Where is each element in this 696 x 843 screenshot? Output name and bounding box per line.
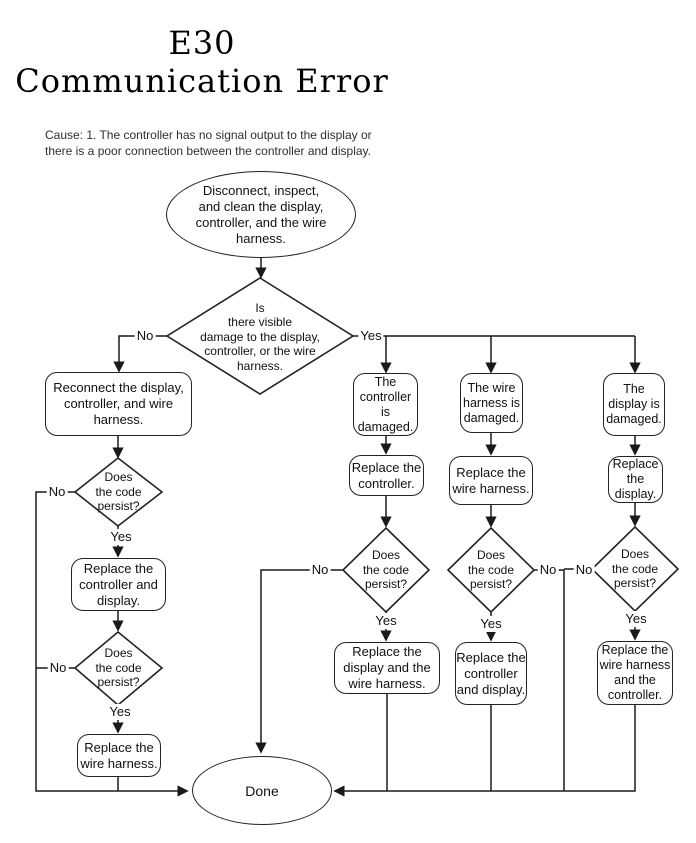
replace-controller-display-mid-node: Replace the controller and display. <box>455 642 527 705</box>
replace-display-wire-harness-node: Replace the display and the wire harness… <box>334 642 440 694</box>
persist-text-3: Does the code persist? <box>362 548 410 592</box>
persist-diamond-1 <box>73 456 164 528</box>
error-code: E30 <box>168 24 236 62</box>
edge-label-yes-5: Yes <box>478 616 504 632</box>
edge-label-yes-3: Yes <box>107 704 133 720</box>
replace-wire-harness-mid-node: Replace the wire harness. <box>449 456 533 505</box>
edge-label-yes-2: Yes <box>108 529 134 545</box>
edge-label-yes-4: Yes <box>373 613 399 629</box>
edge-persist3-no-to-done <box>255 569 343 754</box>
edge-label-no-6: No <box>573 562 595 578</box>
persist-text-1: Does the code persist? <box>95 470 142 514</box>
error-name: Communication Error <box>15 62 389 100</box>
replace-controller-node: Replace the controller. <box>349 455 424 496</box>
edge-label-no-5: No <box>537 562 559 578</box>
wire-harness-damaged-node: The wire harness is damaged. <box>460 373 523 433</box>
cause-text: Cause: 1. The controller has no signal o… <box>45 128 372 158</box>
edge-label-no-1: No <box>134 328 156 344</box>
persist-text-4: Does the code persist? <box>467 548 515 592</box>
persist-text-2: Does the code persist? <box>95 646 142 690</box>
persist-text-5: Does the code persist? <box>611 547 659 591</box>
edge-label-yes-6: Yes <box>623 611 649 627</box>
damage-decision-text: Is there visible damage to the display, … <box>200 300 320 373</box>
reconnect-node: Reconnect the display, controller, and w… <box>45 372 192 436</box>
replace-wire-harness-left-node: Replace the wire harness. <box>77 734 161 777</box>
edge-label-no-4: No <box>309 562 331 578</box>
edge-label-yes-1: Yes <box>358 328 384 344</box>
page-title: E30 Communication Error <box>0 24 404 100</box>
edge-label-no-2: No <box>46 484 68 500</box>
replace-display-node: Replace the display. <box>608 456 663 503</box>
edge-label-no-3: No <box>47 660 69 676</box>
controller-damaged-node: The controller is damaged. <box>353 373 418 436</box>
replace-controller-display-left-node: Replace the controller and display. <box>71 558 166 611</box>
edge-bottom-rail-to-done <box>333 705 636 797</box>
damage-decision-diamond <box>165 277 355 395</box>
edge-persist4-no-rail <box>534 569 565 791</box>
start-node: Disconnect, inspect, and clean the displ… <box>166 171 356 258</box>
replace-wire-harness-controller-node: Replace the wire harness and the control… <box>597 641 673 705</box>
display-damaged-node: The display is damaged. <box>603 373 665 436</box>
done-node: Done <box>192 756 332 825</box>
persist-diamond-3 <box>341 526 431 614</box>
persist-diamond-4 <box>446 526 536 614</box>
